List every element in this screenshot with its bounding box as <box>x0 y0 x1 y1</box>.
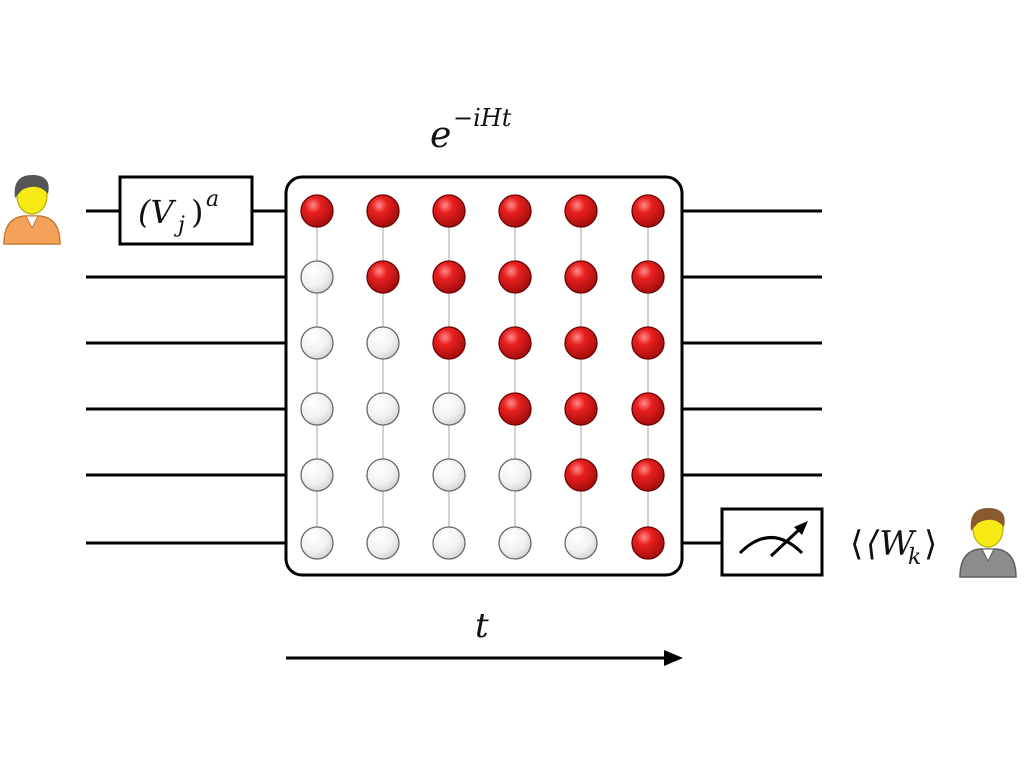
excited-spin <box>498 326 532 360</box>
observable-base: ⟨W <box>866 524 917 564</box>
input-gate: (V j ) a <box>118 175 254 246</box>
excited-spin <box>366 194 400 228</box>
excited-spin <box>498 392 532 426</box>
time-arrow: t <box>286 606 683 666</box>
operator-exponent: −iHt <box>453 104 512 132</box>
time-label: t <box>475 606 489 646</box>
input-wires <box>86 209 286 545</box>
output-wires <box>682 209 822 545</box>
ground-spin <box>498 526 532 560</box>
ground-spin <box>366 392 400 426</box>
ground-spin <box>300 392 334 426</box>
spin-lattice <box>300 194 665 560</box>
time-arrow-head <box>664 650 683 666</box>
excited-spin <box>631 326 665 360</box>
excited-spin <box>631 260 665 294</box>
ground-spin <box>366 526 400 560</box>
excited-spin <box>631 458 665 492</box>
input-gate-box <box>118 175 254 246</box>
ground-spin <box>300 260 334 294</box>
ground-spin <box>432 526 466 560</box>
excited-spin <box>631 526 665 560</box>
ground-spin <box>366 458 400 492</box>
input-gate-close: ) <box>191 193 203 231</box>
input-gate-base: (V <box>138 193 176 231</box>
ground-spin <box>300 526 334 560</box>
excited-spin <box>631 392 665 426</box>
ground-spin <box>432 458 466 492</box>
ground-spin <box>498 458 532 492</box>
ground-spin <box>432 392 466 426</box>
evolution-operator-label: e −iHt <box>430 104 512 156</box>
excited-spin <box>564 326 598 360</box>
receiver-person-icon <box>959 507 1017 578</box>
excited-spin <box>564 194 598 228</box>
excited-spin <box>366 260 400 294</box>
evolution-box <box>284 175 684 577</box>
measurement-box <box>720 507 824 577</box>
excited-spin <box>564 458 598 492</box>
sender-person-icon <box>3 174 61 245</box>
excited-spin <box>432 194 466 228</box>
excited-spin <box>432 326 466 360</box>
ground-spin <box>366 326 400 360</box>
excited-spin <box>498 194 532 228</box>
excited-spin <box>498 260 532 294</box>
excited-spin <box>631 194 665 228</box>
excited-spin <box>564 392 598 426</box>
input-gate-superscript: a <box>206 187 219 212</box>
excited-spin <box>432 260 466 294</box>
ground-spin <box>300 326 334 360</box>
observable-open: ⟨ <box>850 524 863 564</box>
measurement-box-frame <box>720 507 824 577</box>
ground-spin <box>564 526 598 560</box>
observable-subscript: k <box>908 545 921 570</box>
observable-label: ⟨ ⟨W k ⟩ <box>850 524 937 570</box>
meter-icon <box>738 521 808 558</box>
excited-spin <box>564 260 598 294</box>
ground-spin <box>300 458 334 492</box>
excited-spin <box>300 194 334 228</box>
observable-close: ⟩ <box>924 524 937 564</box>
operator-base: e <box>430 115 451 156</box>
